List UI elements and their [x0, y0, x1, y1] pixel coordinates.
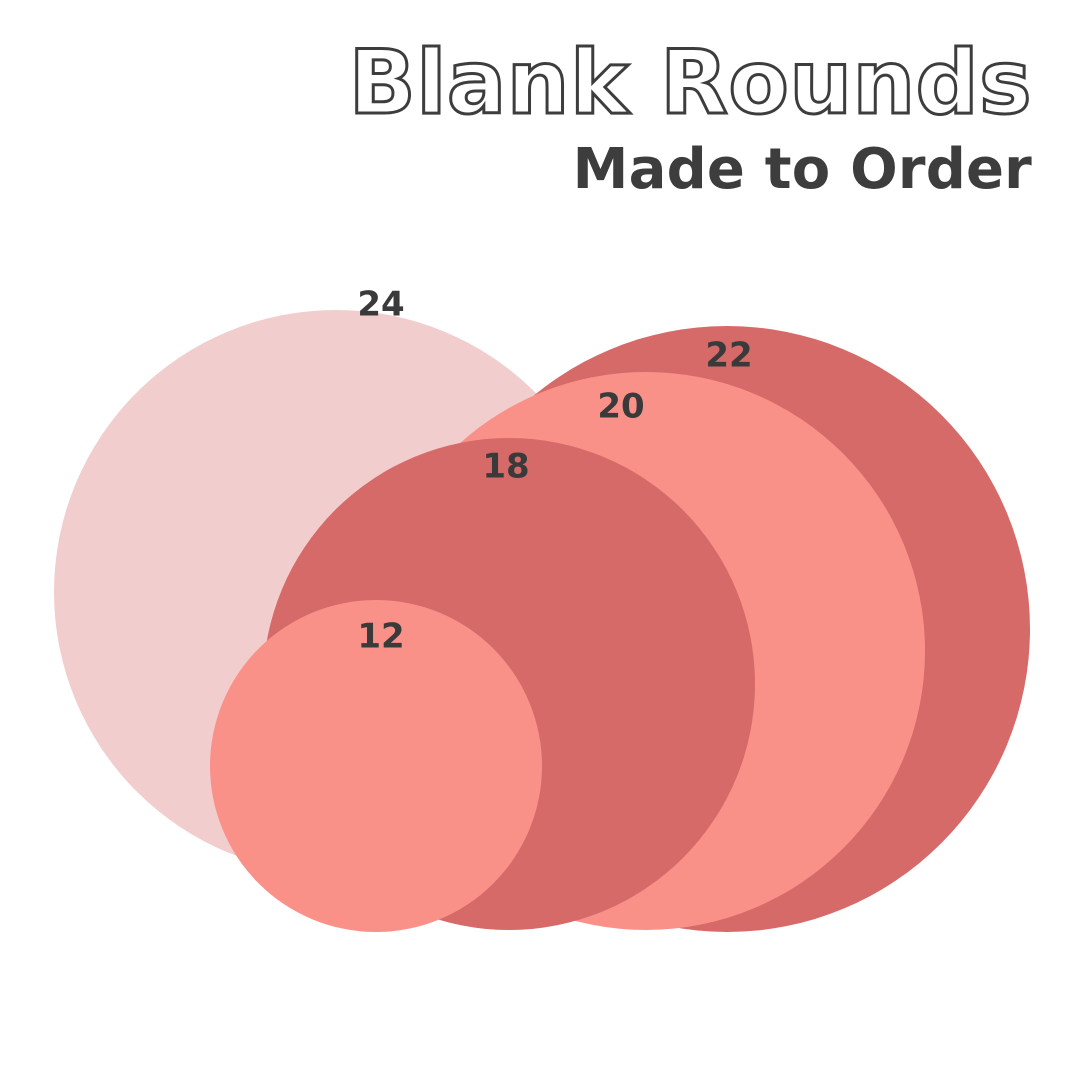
size-label-20: 20 [597, 387, 644, 427]
size-label-22: 22 [705, 336, 752, 376]
label-group: 24 22 20 18 12 [357, 285, 752, 657]
size-circle-12[interactable] [210, 600, 542, 932]
circle-group [54, 310, 1030, 932]
size-label-12: 12 [357, 617, 404, 657]
size-label-24: 24 [357, 285, 404, 325]
heading-block: Blank Rounds Made to Order [347, 31, 1033, 202]
page-title: Blank Rounds [347, 31, 1033, 134]
size-label-18: 18 [482, 447, 529, 487]
page-subtitle: Made to Order [572, 136, 1032, 202]
